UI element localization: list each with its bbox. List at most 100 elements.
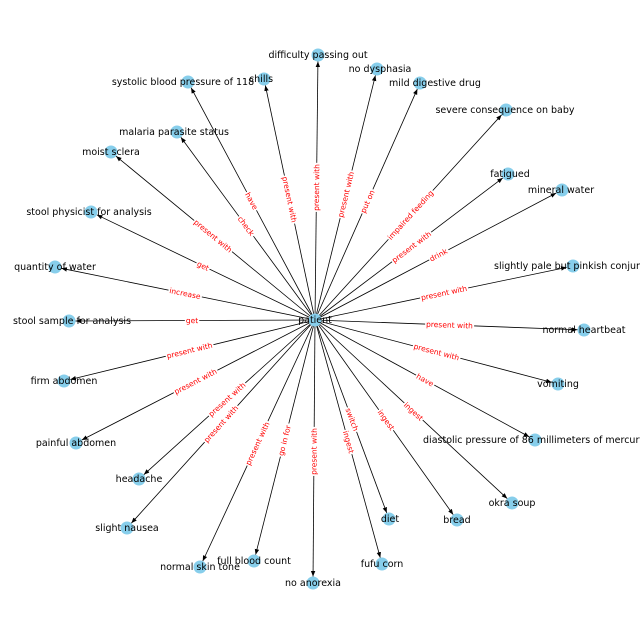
node-label-fatigued: fatigued (490, 169, 529, 180)
node-mineral-water[interactable] (555, 183, 569, 197)
node-stool-sample-for-analysis[interactable] (62, 314, 76, 328)
node-malaria-parasite-status[interactable] (170, 125, 184, 139)
nodes-layer (48, 48, 591, 590)
edge-label: present with (192, 218, 234, 255)
node-patient[interactable] (308, 313, 322, 327)
edge-label: present with (413, 342, 461, 363)
edge-label-group-no-anorexia: present with (308, 426, 320, 476)
edge-label-background (194, 258, 212, 274)
node-fatigued[interactable] (501, 167, 515, 181)
node-quantity-of-water[interactable] (48, 260, 62, 274)
node-normal-skin-tone[interactable] (193, 560, 207, 574)
edge-label-background (384, 187, 437, 243)
node-label-diet: diet (381, 514, 400, 525)
edge-label-group-moist-sclera: present with (190, 216, 236, 256)
edge-label-background (205, 379, 249, 420)
edge-label-group-stool-physicist-for-analysis: get (194, 258, 212, 274)
node-stool-physicist-for-analysis[interactable] (84, 205, 98, 219)
edge-label-group-slightly-pale-but-pinkish-conjunct: present with (419, 283, 470, 303)
edge-label-background (275, 422, 294, 458)
edge-label: present with (420, 284, 468, 302)
edge-label: present with (166, 341, 214, 361)
edge-label-background (411, 341, 462, 364)
edge-label-group-full-blood-count: go in for (275, 422, 294, 458)
node-label-diastolic-pressure-of-86-millimeters-of-mercury: diastolic pressure of 86 millimeters of … (423, 435, 640, 446)
node-label-no-anorexia: no anorexia (285, 578, 341, 589)
node-label-chills: chills (249, 74, 273, 85)
edge-label-background (308, 426, 320, 476)
edge-label: present with (309, 428, 318, 475)
node-okra-soup[interactable] (505, 496, 519, 510)
edge-label-group-chills: present with (279, 174, 300, 225)
node-chills[interactable] (257, 72, 271, 86)
edge-label-group-difficulty-passing-out: present with (311, 162, 322, 212)
edge-label: present with (312, 164, 322, 211)
edge-label-group-painful-abdomen: present with (171, 365, 220, 398)
edge-label-group-diet: switch (342, 405, 362, 434)
node-label-difficulty-passing-out: difficulty passing out (268, 50, 367, 61)
node-label-full-blood-count: full blood count (217, 556, 291, 567)
node-label-normal-heartbeat: normal heartbeat (542, 325, 625, 336)
edge-label-background (340, 428, 357, 456)
node-no-dysphasia[interactable] (370, 62, 384, 76)
node-diastolic-pressure-of-86-millimeters-of-mercury[interactable] (528, 433, 542, 447)
node-label-slightly-pale-but-pinkish-conjunct: slightly pale but pinkish conjunct (494, 261, 640, 272)
edge-label: go in for (276, 423, 293, 456)
node-label-firm-abdomen: firm abdomen (31, 376, 98, 387)
edge-label-group-systolic-blood-pressure-of-118: have (242, 189, 261, 213)
edge-label-group-quantity-of-water: increase (167, 285, 203, 302)
edge-label-group-no-dysphasia: present with (335, 169, 357, 220)
edge-label: present with (244, 420, 272, 466)
edge-label-group-firm-abdomen: present with (164, 339, 215, 362)
edge-label-background (426, 245, 451, 265)
edge-label-group-okra-soup: ingest (400, 399, 427, 424)
node-label-systolic-blood-pressure-of-118: systolic blood pressure of 118 (112, 77, 254, 88)
node-moist-sclera[interactable] (104, 145, 118, 159)
node-difficulty-passing-out[interactable] (311, 48, 325, 62)
node-bread[interactable] (450, 513, 464, 527)
edge-label-background (242, 419, 273, 468)
edge-label-background (164, 339, 215, 362)
edge-label: switch (344, 407, 361, 433)
node-full-blood-count[interactable] (247, 554, 261, 568)
node-label-severe-consequence-on-baby: severe consequence on baby (435, 105, 574, 116)
edge-label-group-diastolic-pressure-of-86-millimeters-of-mercury: have (413, 370, 437, 390)
node-mild-digestive-drug[interactable] (413, 76, 427, 90)
node-slight-nausea[interactable] (120, 521, 134, 535)
edge-label-background (234, 213, 258, 240)
node-label-painful-abdomen: painful abdomen (36, 438, 116, 449)
node-no-anorexia[interactable] (306, 576, 320, 590)
node-label-malaria-parasite-status: malaria parasite status (119, 127, 229, 138)
edge-label: get (186, 316, 198, 325)
node-headache[interactable] (132, 472, 146, 486)
edge-label-background (242, 189, 261, 213)
node-label-vomiting: vomiting (537, 379, 579, 390)
edge-label: increase (169, 286, 202, 301)
node-label-patient: patient (298, 315, 332, 326)
node-label-slight-nausea: slight nausea (95, 523, 159, 534)
edge-label: present with (173, 367, 219, 397)
node-slightly-pale-but-pinkish-conjunct[interactable] (566, 259, 580, 273)
node-label-moist-sclera: moist sclera (82, 147, 140, 158)
node-diet[interactable] (382, 512, 396, 526)
edge-label-background (167, 285, 203, 302)
node-label-stool-physicist-for-analysis: stool physicist for analysis (26, 207, 151, 218)
node-painful-abdomen[interactable] (69, 436, 83, 450)
node-firm-abdomen[interactable] (57, 374, 71, 388)
edge-label-background (184, 315, 200, 326)
node-severe-consequence-on-baby[interactable] (499, 103, 513, 117)
edge-label-background (424, 319, 475, 332)
node-fufu-corn[interactable] (375, 557, 389, 571)
node-normal-heartbeat[interactable] (577, 323, 591, 337)
node-vomiting[interactable] (551, 377, 565, 391)
edge-label: present with (336, 170, 356, 218)
node-label-quantity-of-water: quantity of water (14, 262, 96, 273)
node-label-fufu-corn: fufu corn (361, 559, 404, 570)
node-label-mild-digestive-drug: mild digestive drug (389, 78, 481, 89)
node-label-okra-soup: okra soup (489, 498, 536, 509)
edge-label-background (357, 187, 378, 216)
edge-label-background (311, 162, 322, 212)
edge-label: present with (426, 320, 473, 331)
node-systolic-blood-pressure-of-118[interactable] (181, 75, 195, 89)
